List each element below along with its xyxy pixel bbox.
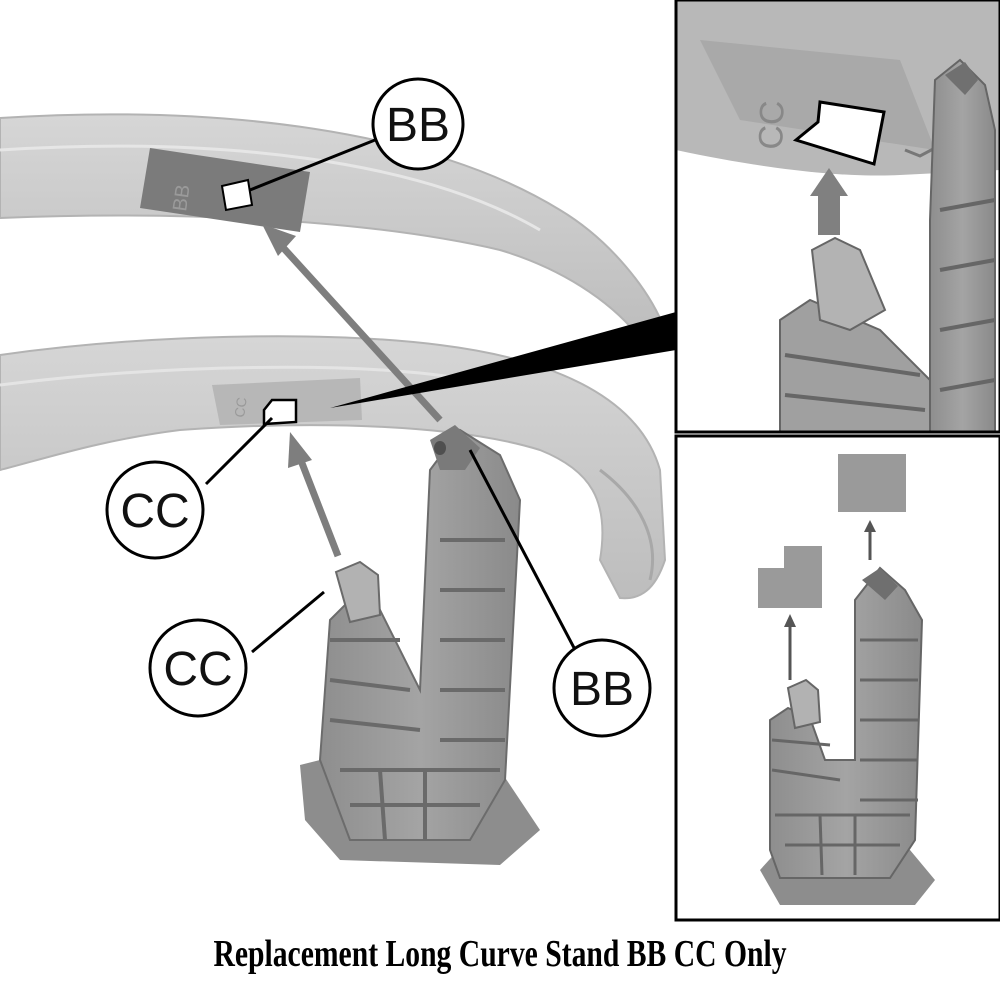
callout-cc-left: CC — [105, 460, 205, 560]
cc-slot: CC — [212, 378, 362, 426]
insert-arrow-cc — [288, 432, 342, 558]
bottom-inset — [674, 434, 1000, 922]
zoom-wedge — [330, 312, 676, 408]
leader-lines — [204, 138, 594, 683]
callout-cc-lower: CC — [148, 618, 248, 718]
cc-shape-key — [758, 546, 822, 608]
callout-bb-top-label: BB — [386, 99, 450, 152]
callout-cc-lower-label: CC — [163, 643, 232, 696]
key-arrows — [784, 520, 876, 680]
callout-bb-right-label: BB — [570, 663, 634, 716]
bb-shape-key — [838, 454, 906, 512]
inset-stand — [760, 566, 935, 905]
inset-arrow — [810, 168, 848, 235]
product-caption: Replacement Long Curve Stand BB CC Only — [213, 933, 787, 975]
track-mark-cc: CC — [231, 396, 250, 418]
long-curve-stand — [300, 425, 540, 865]
bb-slot: BB — [140, 148, 310, 232]
track-mark-bb: BB — [169, 183, 195, 212]
lower-track-piece — [0, 335, 667, 600]
top-inset: CC — [674, 0, 1000, 434]
callout-bb-top: BB — [371, 77, 465, 171]
inset-mark-cc: CC — [752, 100, 792, 150]
callout-bb-right: BB — [552, 638, 652, 738]
callout-cc-left-label: CC — [120, 485, 189, 538]
